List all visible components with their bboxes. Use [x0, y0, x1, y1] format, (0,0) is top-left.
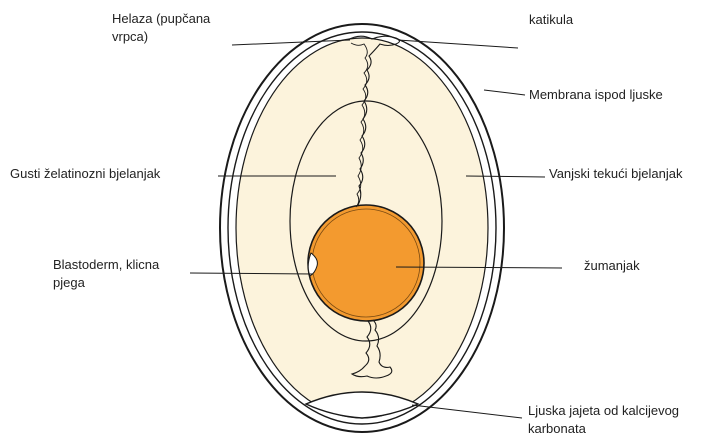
- label-blastoderm: Blastoderm, klicna pjega: [53, 256, 159, 292]
- label-chalaza: Helaza (pupčana vrpca): [112, 10, 210, 46]
- label-thin-albumen: Vanjski tekući bjelanjak: [549, 165, 682, 183]
- label-shell-membrane: Membrana ispod ljuske: [529, 86, 663, 104]
- label-thick-albumen: Gusti želatinozni bjelanjak: [10, 165, 160, 183]
- label-cuticle: katikula: [529, 11, 573, 29]
- leader-cuticle: [398, 40, 518, 48]
- leader-shell: [412, 405, 522, 418]
- label-shell: Ljuska jajeta od kalcijevog karbonata: [528, 402, 679, 438]
- yolk: [308, 205, 424, 321]
- leader-shell-membrane: [484, 90, 525, 95]
- label-yolk: žumanjak: [584, 257, 640, 275]
